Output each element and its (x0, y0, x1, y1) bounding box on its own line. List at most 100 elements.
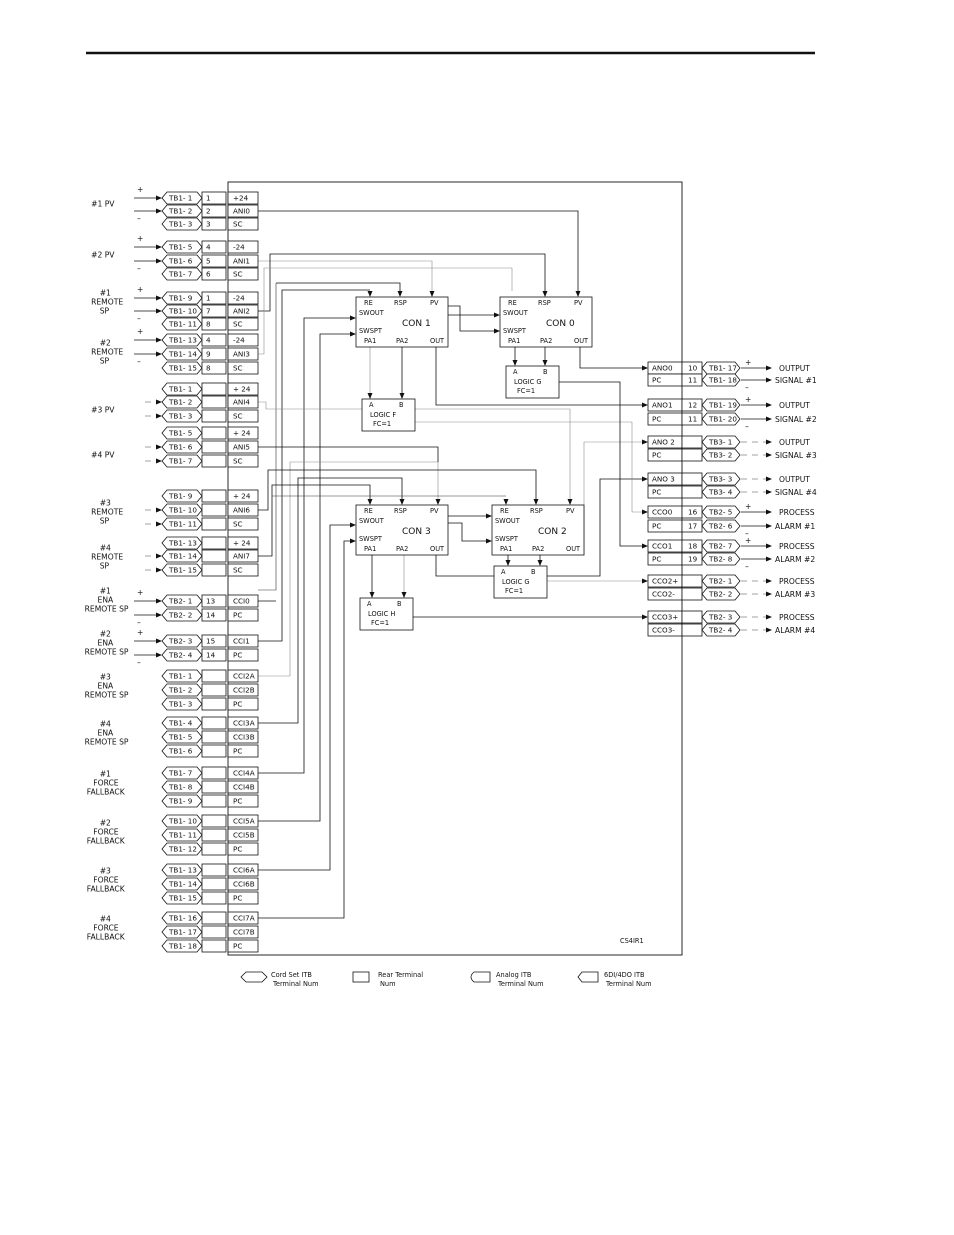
output-rear-number: 16 (688, 508, 698, 517)
signal-label: + 24 (233, 539, 251, 548)
logic-name: LOGIC H (368, 610, 395, 618)
output-terminal-tag (701, 505, 741, 519)
arrow-head (156, 195, 162, 201)
polarity-plus: + (137, 327, 143, 336)
rear-terminal-cell (201, 669, 227, 683)
arrow-head (429, 291, 435, 297)
rear-terminal-cell (201, 454, 227, 468)
logic-name: LOGIC G (514, 378, 542, 386)
port-swout: SWOUT (359, 309, 385, 317)
output-terminal-tag (701, 472, 741, 486)
input-signal-label: #2 (100, 339, 111, 348)
wire (258, 469, 537, 511)
wire (258, 484, 371, 557)
port-re: RE (508, 299, 517, 307)
signal-label: PC (233, 651, 242, 660)
rear-terminal-cell (201, 291, 227, 305)
signal-cell (227, 291, 259, 305)
port-swspt: SWSPT (503, 327, 527, 335)
signal-label: SC (233, 412, 243, 421)
signal-cell (227, 267, 259, 281)
arrow-head (350, 522, 356, 528)
rear-terminal-cell (201, 563, 227, 577)
rear-terminal-cell (201, 648, 227, 662)
signal-label: CCI1 (233, 637, 250, 646)
signal-cell (227, 683, 259, 697)
output-label-line: OUTPUT (779, 475, 810, 484)
signal-label: ANI2 (233, 307, 250, 316)
output-terminal-tag (701, 587, 741, 601)
rear-terminal-cell (201, 489, 227, 503)
output-signal-label: PC (652, 488, 661, 497)
logic-input-b: B (399, 401, 404, 409)
arrow-head (156, 351, 162, 357)
arrow-head (512, 360, 518, 366)
terminal-tag-label: TB1- 3 (168, 412, 192, 421)
output-terminal-tag (701, 398, 741, 412)
port-pa2: PA2 (540, 337, 552, 345)
legend-label: Analog ITB (496, 971, 532, 979)
output-signal-label: CCO1 (652, 542, 672, 551)
output-label-line: OUTPUT (779, 401, 810, 410)
input-signal-label: #4 (100, 720, 111, 729)
rear-terminal-number: 14 (206, 651, 216, 660)
arrow-head (642, 578, 648, 584)
port-pa2: PA2 (532, 545, 544, 553)
output-terminal-label: TB1- 17 (708, 364, 737, 373)
signal-label: PC (233, 797, 242, 806)
port-pa1: PA1 (364, 545, 376, 553)
rear-terminal-number: 4 (206, 243, 211, 252)
output-terminal-label: TB2- 4 (708, 626, 733, 635)
rear-terminal-number: 6 (206, 270, 211, 279)
polarity-minus: – (137, 214, 141, 223)
signal-label: CCI7B (233, 928, 255, 937)
logic-name: LOGIC G (502, 578, 530, 586)
arrow-head (766, 476, 772, 482)
rear-terminal-number: 1 (206, 194, 211, 203)
input-signal-label: #4 PV (91, 451, 115, 460)
output-rear-terminal (681, 623, 703, 637)
output-rear-terminal (681, 435, 703, 449)
port-pa2: PA2 (396, 545, 408, 553)
arrow-head (350, 331, 356, 337)
rear-terminal-cell (201, 911, 227, 925)
signal-cell (227, 347, 259, 361)
output-signal-label: CCO3+ (652, 613, 678, 622)
output-label-line: SIGNAL #2 (775, 415, 817, 424)
signal-label: CCI2A (233, 672, 255, 681)
output-label-line: PROCESS (779, 577, 815, 586)
signal-cell (227, 426, 259, 440)
terminal-tag-label: TB1- 15 (168, 566, 197, 575)
polarity-plus: + (745, 536, 751, 545)
signal-cell (227, 939, 259, 953)
rear-terminal-cell (201, 744, 227, 758)
signal-cell (227, 863, 259, 877)
arrow-head (766, 509, 772, 515)
port-rsp: RSP (530, 507, 543, 515)
wire (559, 381, 642, 547)
legend-symbol (352, 971, 370, 983)
controller-name: CON 1 (402, 319, 431, 329)
signal-label: CCI7A (233, 914, 255, 923)
output-rear-terminal (681, 485, 703, 499)
input-signal-label: #1 (100, 289, 111, 298)
terminal-tag-label: TB1- 1 (168, 194, 192, 203)
rear-terminal-number: 15 (206, 637, 215, 646)
arrow-head (766, 578, 772, 584)
output-terminal-tag (701, 552, 741, 566)
output-rear-terminal (681, 610, 703, 624)
signal-cell (227, 794, 259, 808)
terminal-tag-label: TB1- 1 (168, 385, 192, 394)
wire (435, 347, 642, 406)
input-signal-label: SP (100, 357, 110, 366)
terminal-tag-label: TB1- 5 (168, 243, 192, 252)
rear-terminal-cell (201, 716, 227, 730)
signal-cell (227, 503, 259, 517)
signal-cell (227, 395, 259, 409)
wire (583, 441, 642, 555)
signal-cell (227, 891, 259, 905)
arrow-head (156, 598, 162, 604)
input-signal-label: #1 PV (91, 200, 115, 209)
